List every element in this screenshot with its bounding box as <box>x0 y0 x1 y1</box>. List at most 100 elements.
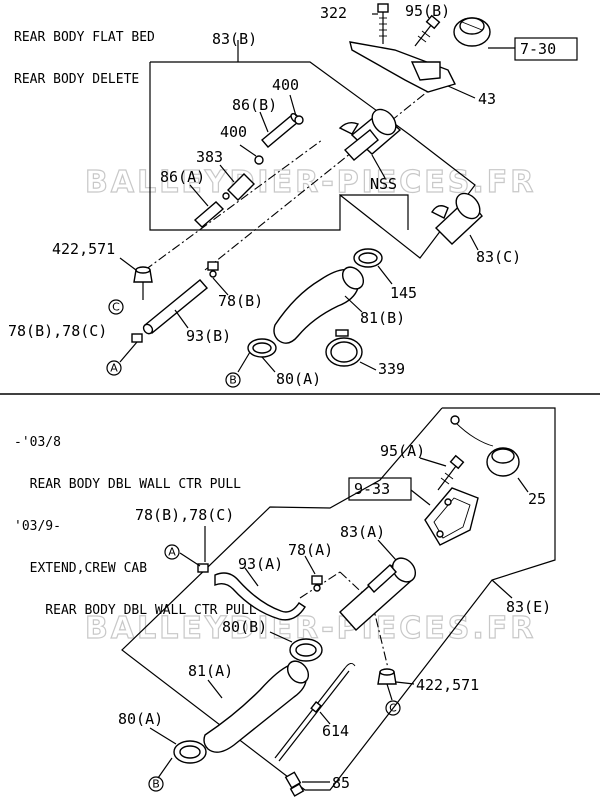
rod-614 <box>274 663 356 762</box>
label-nss: NSS <box>370 175 397 193</box>
clip-78bc-top <box>131 333 143 343</box>
grommet-422-bottom <box>377 668 397 685</box>
bracket-9-33 <box>424 487 479 546</box>
marker-c-bottom: C <box>385 700 401 716</box>
label-83e: 83(E) <box>506 598 551 616</box>
leader-383 <box>219 164 235 183</box>
clip-400-lower <box>254 155 264 165</box>
leader-400-lower <box>239 144 257 157</box>
leader-b1 <box>237 351 251 373</box>
clip-78bc-bottom <box>197 563 209 573</box>
label-9-33: 9-33 <box>354 480 390 498</box>
leader-83e <box>491 579 513 599</box>
centerline-top-a <box>144 139 323 271</box>
leader-93b <box>174 309 189 329</box>
hose-81b <box>273 266 365 344</box>
marker-c-bottom-text: C <box>389 702 397 715</box>
leader-a2 <box>179 552 201 567</box>
hose-93a <box>214 572 306 621</box>
leader-9-33 <box>410 489 431 506</box>
marker-a-bottom: A <box>164 544 180 560</box>
bottom-header-line-5: REAR BODY DBL WALL CTR PULL <box>14 603 257 618</box>
grommet-422-top <box>133 266 153 283</box>
bolt-95a <box>437 454 465 491</box>
bracket-43 <box>349 41 456 93</box>
leader-c3 <box>386 683 393 701</box>
bottom-header-line-1: -'03/8 <box>14 435 61 450</box>
label-86b: 86(B) <box>232 96 277 114</box>
clamp-80a-top <box>247 338 277 358</box>
label-78a: 78(A) <box>288 541 333 559</box>
nss-outline <box>340 194 409 230</box>
top-header-line-1: REAR BODY FLAT BED <box>14 30 155 45</box>
label-95b: 95(B) <box>405 2 450 20</box>
bottom-header: -'03/8 REAR BODY DBL WALL CTR PULL '03/9… <box>14 408 257 632</box>
label-83c: 83(C) <box>476 248 521 266</box>
label-322: 322 <box>320 4 347 22</box>
label-81a: 81(A) <box>188 662 233 680</box>
leader-81a <box>207 679 223 699</box>
label-93a: 93(A) <box>238 555 283 573</box>
clamp-80b <box>289 638 323 662</box>
label-78b-78c-top: 78(B),78(C) <box>8 322 107 340</box>
leader-614 <box>319 711 331 725</box>
bolt-85 <box>284 771 305 797</box>
centerline-bottom-a <box>299 571 341 599</box>
label-93b: 93(B) <box>186 327 231 345</box>
label-400-upper: 400 <box>272 76 299 94</box>
label-614: 614 <box>322 722 349 740</box>
ref-box-7-30 <box>514 37 578 61</box>
marker-b-bottom: B <box>148 776 164 792</box>
clip-78a <box>311 575 323 592</box>
valve-383 <box>222 173 255 201</box>
leader-80a-bottom <box>149 727 177 745</box>
top-header-line-2: REAR BODY DELETE <box>14 72 140 87</box>
bottom-header-line-2: REAR BODY DBL WALL CTR PULL <box>14 477 241 492</box>
hose-81a <box>203 660 310 753</box>
leader-a1 <box>119 341 138 363</box>
leader-86b <box>259 111 269 133</box>
label-422-571-bottom: 422,571 <box>416 676 479 694</box>
hose-86b <box>261 113 300 148</box>
assembly-outline-83e <box>121 407 556 791</box>
centerline-bottom-c <box>371 601 389 669</box>
leader-422-top <box>119 257 137 271</box>
label-80a-top: 80(A) <box>276 370 321 388</box>
clip-400-upper <box>294 115 304 125</box>
bottom-header-line-3: '03/9- <box>14 519 61 534</box>
marker-a-bottom-text: A <box>168 546 176 559</box>
leader-43 <box>447 85 476 99</box>
marker-a-top: A <box>106 360 122 376</box>
hose-93b <box>142 279 209 335</box>
fuel-cap-25 <box>450 415 520 477</box>
clip-78b <box>207 261 219 278</box>
label-83b: 83(B) <box>212 30 257 48</box>
marker-a-top-text: A <box>110 362 118 375</box>
leader-339 <box>359 361 377 371</box>
label-81b: 81(B) <box>360 309 405 327</box>
clamp-145 <box>353 248 383 268</box>
marker-b-top-text: B <box>229 374 237 387</box>
leader-78b <box>212 277 229 296</box>
ref-box-9-33 <box>348 477 412 501</box>
label-78b: 78(B) <box>218 292 263 310</box>
clamp-80a-bottom <box>173 740 207 764</box>
top-header: REAR BODY FLAT BED REAR BODY DELETE <box>14 3 155 101</box>
leader-25 <box>517 477 529 493</box>
hose-86a <box>193 201 225 228</box>
filler-neck-nss <box>338 108 402 161</box>
fuel-cap-top <box>453 17 491 47</box>
label-83a: 83(A) <box>340 523 385 541</box>
leader-81b <box>344 295 363 313</box>
leader-400-upper <box>289 94 297 117</box>
label-80a-bottom: 80(A) <box>118 710 163 728</box>
leader-95a <box>419 457 447 467</box>
marker-c-top: C <box>108 299 124 315</box>
leader-422-bottom <box>395 681 415 685</box>
label-7-30: 7-30 <box>520 40 556 58</box>
label-78b-78c-bottom: 78(B),78(C) <box>135 506 234 524</box>
leader-93a <box>244 567 259 587</box>
leader-nss <box>371 154 386 179</box>
leader-145 <box>377 265 393 285</box>
label-95a: 95(A) <box>380 442 425 460</box>
